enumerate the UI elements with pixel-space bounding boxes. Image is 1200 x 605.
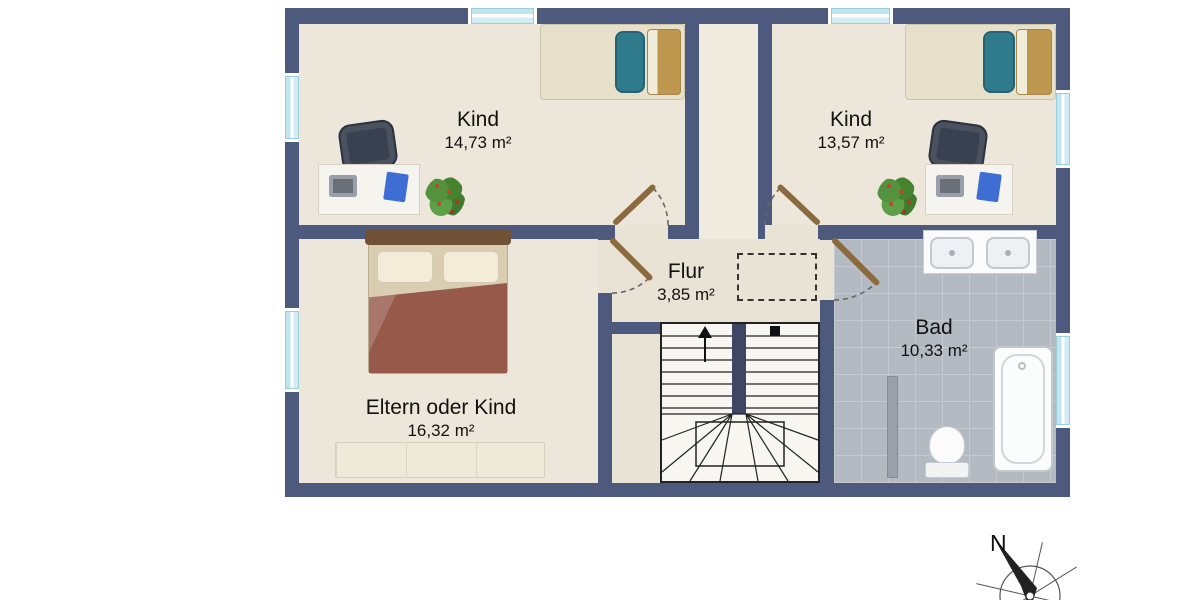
- plant: [877, 176, 917, 218]
- drain: [1018, 362, 1026, 370]
- single-bed: [540, 24, 685, 100]
- plant-flowers: [435, 184, 439, 188]
- door-opening-bad: [820, 240, 834, 300]
- single-bed: [905, 24, 1056, 100]
- stair-up-arrow-icon: [698, 326, 712, 338]
- room-name: Flur: [667, 260, 705, 283]
- stair-start-marker: [770, 326, 780, 336]
- laptop: [936, 175, 964, 197]
- pillow: [377, 251, 433, 283]
- plant-flowers: [887, 184, 891, 188]
- room-label-bad: Bad 10,33 m²: [900, 315, 967, 362]
- room-label-kind-1: Kind 14,73 m²: [444, 107, 511, 154]
- room-label-kind-2: Kind 13,57 m²: [817, 107, 884, 154]
- room-area: 14,73 m²: [444, 133, 512, 152]
- room-area: 13,57 m²: [817, 133, 885, 152]
- window: [468, 8, 537, 24]
- door-opening-kind-2: [765, 225, 818, 239]
- sideboard: [335, 442, 545, 478]
- laptop: [329, 175, 357, 197]
- bed-pillow: [983, 30, 1015, 94]
- window: [1056, 333, 1070, 428]
- blanket-fold: [369, 283, 507, 373]
- room-area: 3,85 m²: [657, 285, 715, 304]
- sink-counter: [923, 230, 1037, 274]
- door-opening-kind-1: [615, 225, 668, 239]
- bathtub: [993, 346, 1053, 472]
- room-name: Kind: [456, 108, 500, 131]
- pillow: [443, 251, 499, 283]
- double-bed: [365, 229, 511, 374]
- shower-partition: [887, 376, 898, 478]
- sink: [986, 237, 1030, 269]
- desk: [318, 164, 420, 215]
- toilet-bowl: [929, 426, 965, 464]
- toilet: [925, 426, 969, 478]
- bathtub-inner: [1001, 354, 1045, 464]
- window: [285, 73, 299, 142]
- room-name: Eltern oder Kind: [365, 396, 517, 419]
- compass-rose-icon: [976, 536, 1077, 605]
- door-opening-eltern: [598, 240, 612, 293]
- sink: [930, 237, 974, 269]
- door-swings: [610, 184, 880, 301]
- compass: N: [950, 524, 1100, 605]
- desk: [925, 164, 1013, 215]
- staircase-drawing: [660, 322, 820, 483]
- room-label-flur: Flur 3,85 m²: [657, 259, 715, 306]
- drain: [1005, 250, 1011, 256]
- bed-pillow: [615, 30, 646, 94]
- stair-divider: [732, 324, 746, 414]
- room-area: 16,32 m²: [407, 421, 475, 440]
- window: [828, 8, 893, 24]
- stair-steps: [661, 335, 819, 482]
- blanket: [369, 283, 507, 373]
- floor-plan: Kind 14,73 m² Kind 13,57 m² Flur 3,85 m²…: [285, 8, 1070, 497]
- ceiling-opening-outline: [737, 253, 817, 301]
- bed-blanket: [646, 28, 682, 96]
- room-area: 10,33 m²: [900, 341, 968, 360]
- plant: [425, 176, 465, 218]
- window: [1056, 90, 1070, 168]
- door-leaves: [610, 184, 880, 286]
- window: [285, 308, 299, 392]
- closet-opening: [699, 225, 758, 239]
- compass-north-label: N: [990, 530, 1007, 556]
- headboard: [365, 229, 511, 245]
- room-name: Bad: [915, 316, 953, 339]
- stair-landing: [695, 421, 785, 467]
- closet-floor: [699, 24, 758, 225]
- room-name: Kind: [829, 108, 873, 131]
- room-label-eltern: Eltern oder Kind 16,32 m²: [366, 395, 517, 442]
- hall-extension-floor: [612, 334, 660, 483]
- staircase: [660, 322, 820, 483]
- toilet-tank: [925, 462, 969, 478]
- bed-blanket: [1016, 28, 1053, 96]
- drain: [949, 250, 955, 256]
